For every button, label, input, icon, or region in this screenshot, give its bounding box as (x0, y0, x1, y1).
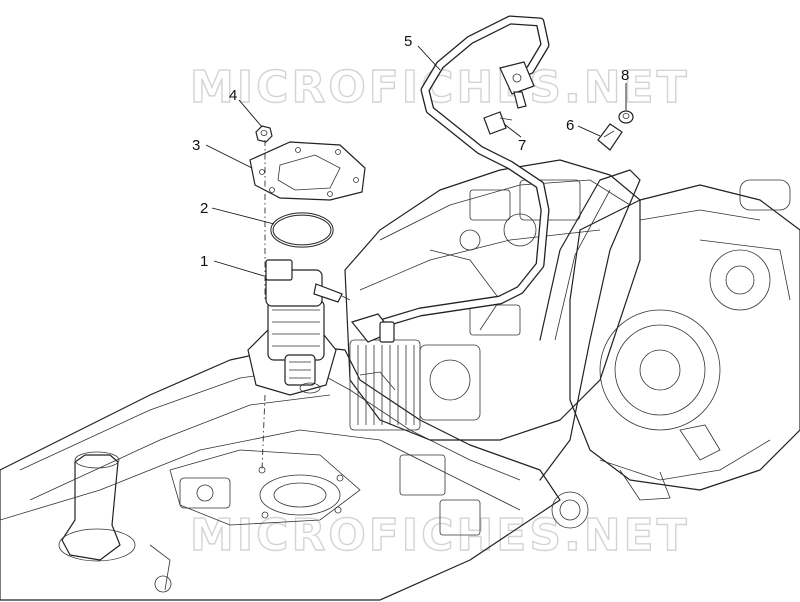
o-ring (270, 212, 334, 248)
callout-3: 3 (192, 137, 200, 154)
nut-4 (255, 125, 273, 143)
callout-8: 8 (621, 67, 629, 84)
callout-1: 1 (200, 253, 208, 270)
callout-4: 4 (229, 87, 237, 104)
callout-6: 6 (566, 117, 574, 134)
nut-8 (618, 110, 634, 124)
fuel-hose (350, 15, 550, 343)
leader-lines (205, 45, 627, 277)
flange-gasket (249, 141, 366, 201)
watermark-bottom: MICROFICHES.NET (190, 510, 690, 561)
callout-2: 2 (200, 200, 208, 217)
engine-assembly (344, 159, 800, 501)
fuel-pump (247, 259, 351, 396)
callout-7: 7 (518, 137, 526, 154)
callout-5: 5 (404, 33, 412, 50)
spring-plate (597, 123, 623, 151)
hose-clip (483, 111, 513, 135)
